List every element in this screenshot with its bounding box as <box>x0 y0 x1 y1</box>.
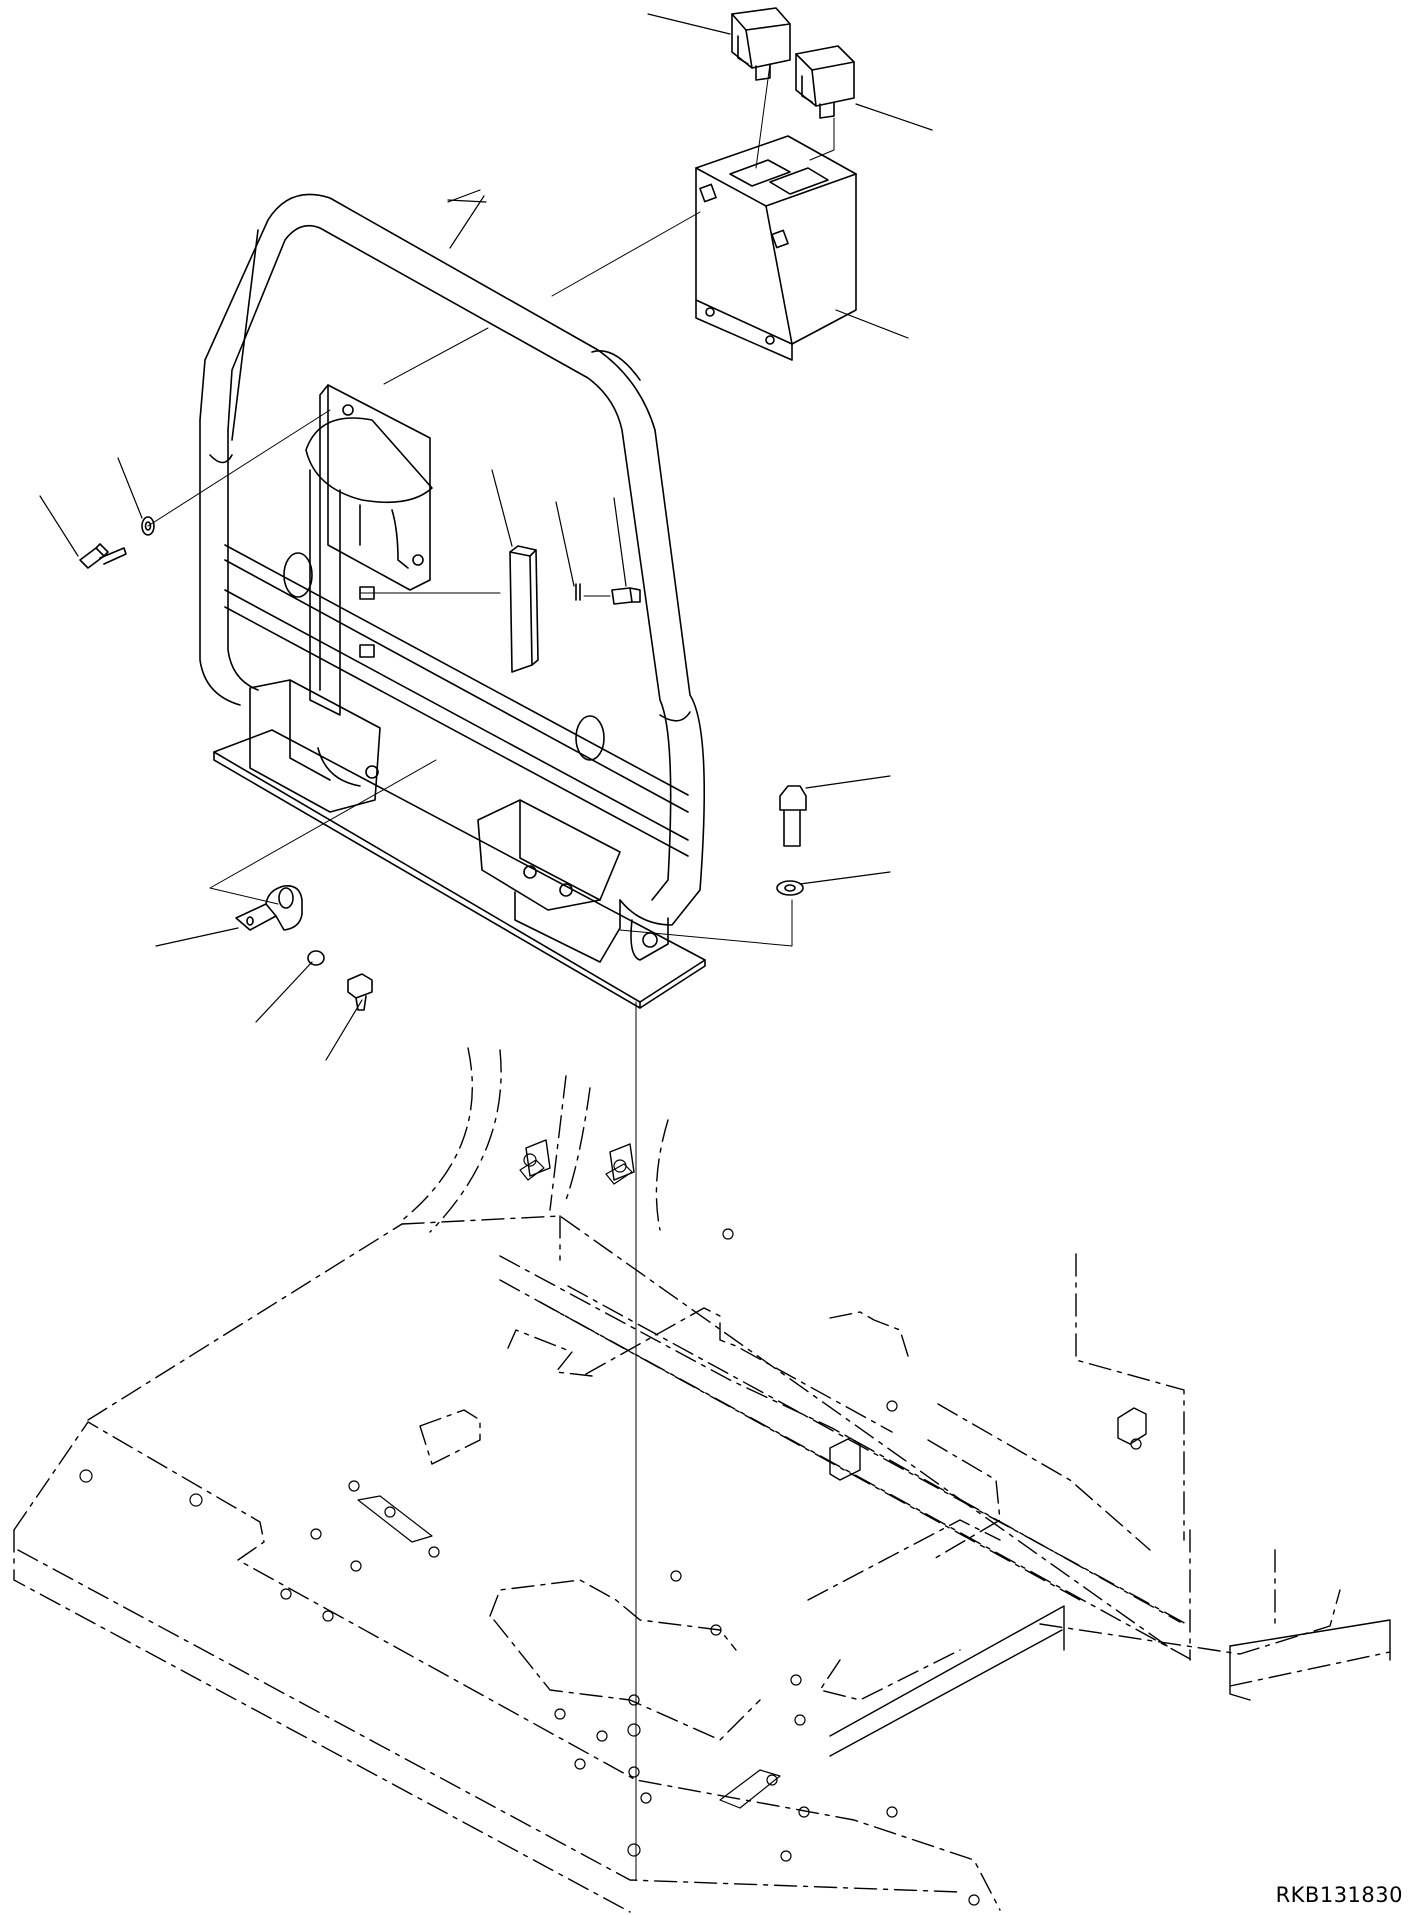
leader-lines <box>40 14 932 1060</box>
chassis-solid <box>830 1606 1390 1756</box>
clamp <box>236 886 302 930</box>
drawing-id-label: RKB131830 <box>1275 1883 1403 1907</box>
grab-rail <box>200 194 704 925</box>
clamp-washer <box>308 951 324 965</box>
mounting-bracket <box>306 385 432 715</box>
washer-right <box>777 881 803 895</box>
chassis-slots <box>358 1160 780 1808</box>
washer-left-hole <box>146 522 151 530</box>
frame-blocks <box>526 1140 1146 1480</box>
switch-box <box>696 136 856 360</box>
chassis-frame <box>14 1048 1390 1912</box>
pin <box>576 584 580 600</box>
bolt-left <box>80 544 126 568</box>
chassis-holes <box>80 1154 1141 1905</box>
small-bolt <box>612 588 640 604</box>
washer-left <box>142 517 154 535</box>
switch-1 <box>732 8 790 80</box>
switch-2 <box>796 46 854 118</box>
shim-plate <box>510 546 538 672</box>
bolt-right <box>780 786 806 846</box>
clamp-bolt <box>348 974 372 1010</box>
assembly-lines <box>148 64 834 1880</box>
base-plate <box>214 680 705 1008</box>
washer-right-hole <box>785 885 795 891</box>
